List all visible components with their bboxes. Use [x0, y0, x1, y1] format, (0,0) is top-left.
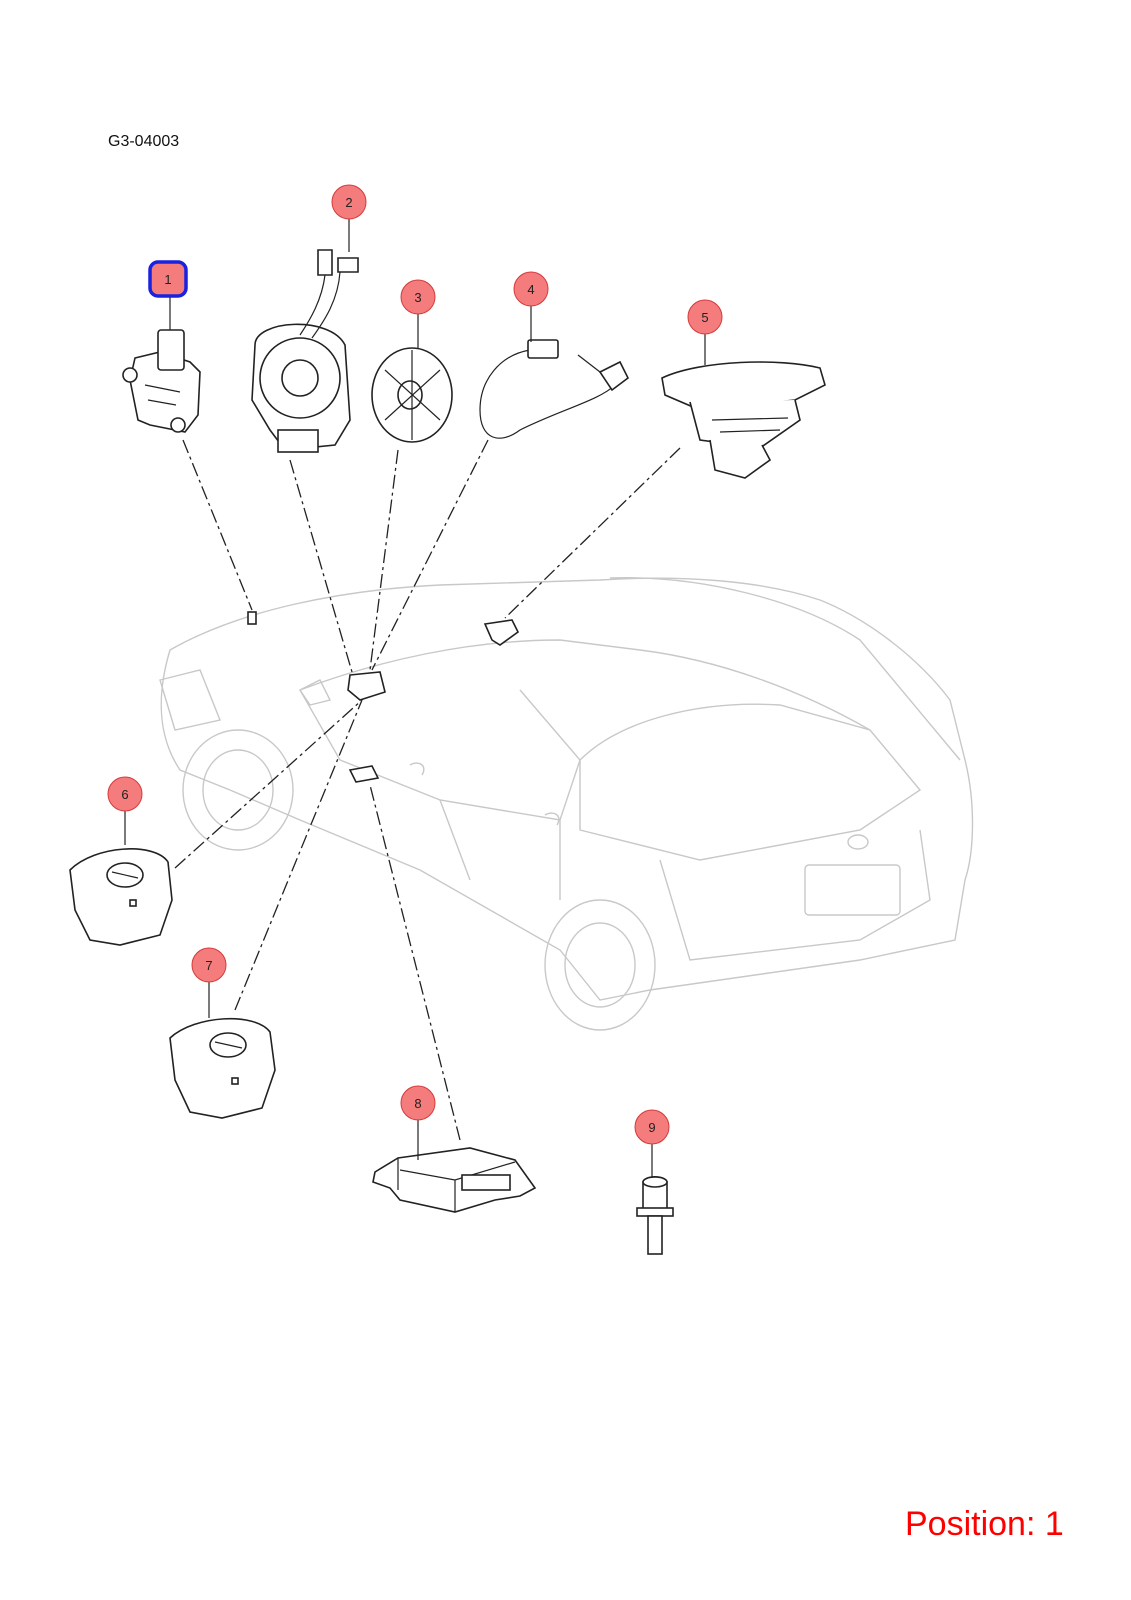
part-5-passenger-airbag[interactable]: [661, 361, 826, 479]
diagram-code: G3-04003: [108, 133, 180, 150]
svg-text:4: 4: [527, 282, 534, 297]
part-1-crash-sensor[interactable]: [122, 329, 201, 433]
callout-stems: [124, 219, 706, 1178]
svg-text:1: 1: [164, 272, 171, 287]
position-label: Position: 1: [905, 1505, 1064, 1543]
callout-2[interactable]: 2: [331, 184, 367, 220]
svg-text:6: 6: [121, 787, 128, 802]
callout-4[interactable]: 4: [513, 271, 549, 307]
callout-3[interactable]: 3: [400, 279, 436, 315]
part-3-steering-disc[interactable]: [371, 347, 453, 443]
leader-lines: [174, 439, 681, 1141]
part-9-bolt[interactable]: [636, 1175, 674, 1255]
svg-text:7: 7: [205, 958, 212, 973]
svg-text:3: 3: [414, 290, 421, 305]
callouts: 1 2 3 4 5 6 7 8: [107, 184, 723, 1145]
callout-9[interactable]: 9: [634, 1109, 670, 1145]
part-7-driver-airbag[interactable]: [169, 1017, 276, 1119]
callout-7[interactable]: 7: [191, 947, 227, 983]
svg-text:8: 8: [414, 1096, 421, 1111]
part-4-wire-harness[interactable]: [479, 339, 630, 439]
callout-1[interactable]: 1: [148, 260, 188, 298]
car-part-markers: [247, 611, 520, 783]
car-outline: [159, 577, 974, 1031]
callout-8[interactable]: 8: [400, 1085, 436, 1121]
callout-6[interactable]: 6: [107, 776, 143, 812]
part-2-clock-spring[interactable]: [251, 249, 359, 453]
callout-5[interactable]: 5: [687, 299, 723, 335]
svg-text:2: 2: [345, 195, 352, 210]
svg-text:5: 5: [701, 310, 708, 325]
part-8-airbag-control-unit[interactable]: [372, 1147, 537, 1213]
svg-text:9: 9: [648, 1120, 655, 1135]
part-6-driver-airbag[interactable]: [69, 848, 173, 946]
